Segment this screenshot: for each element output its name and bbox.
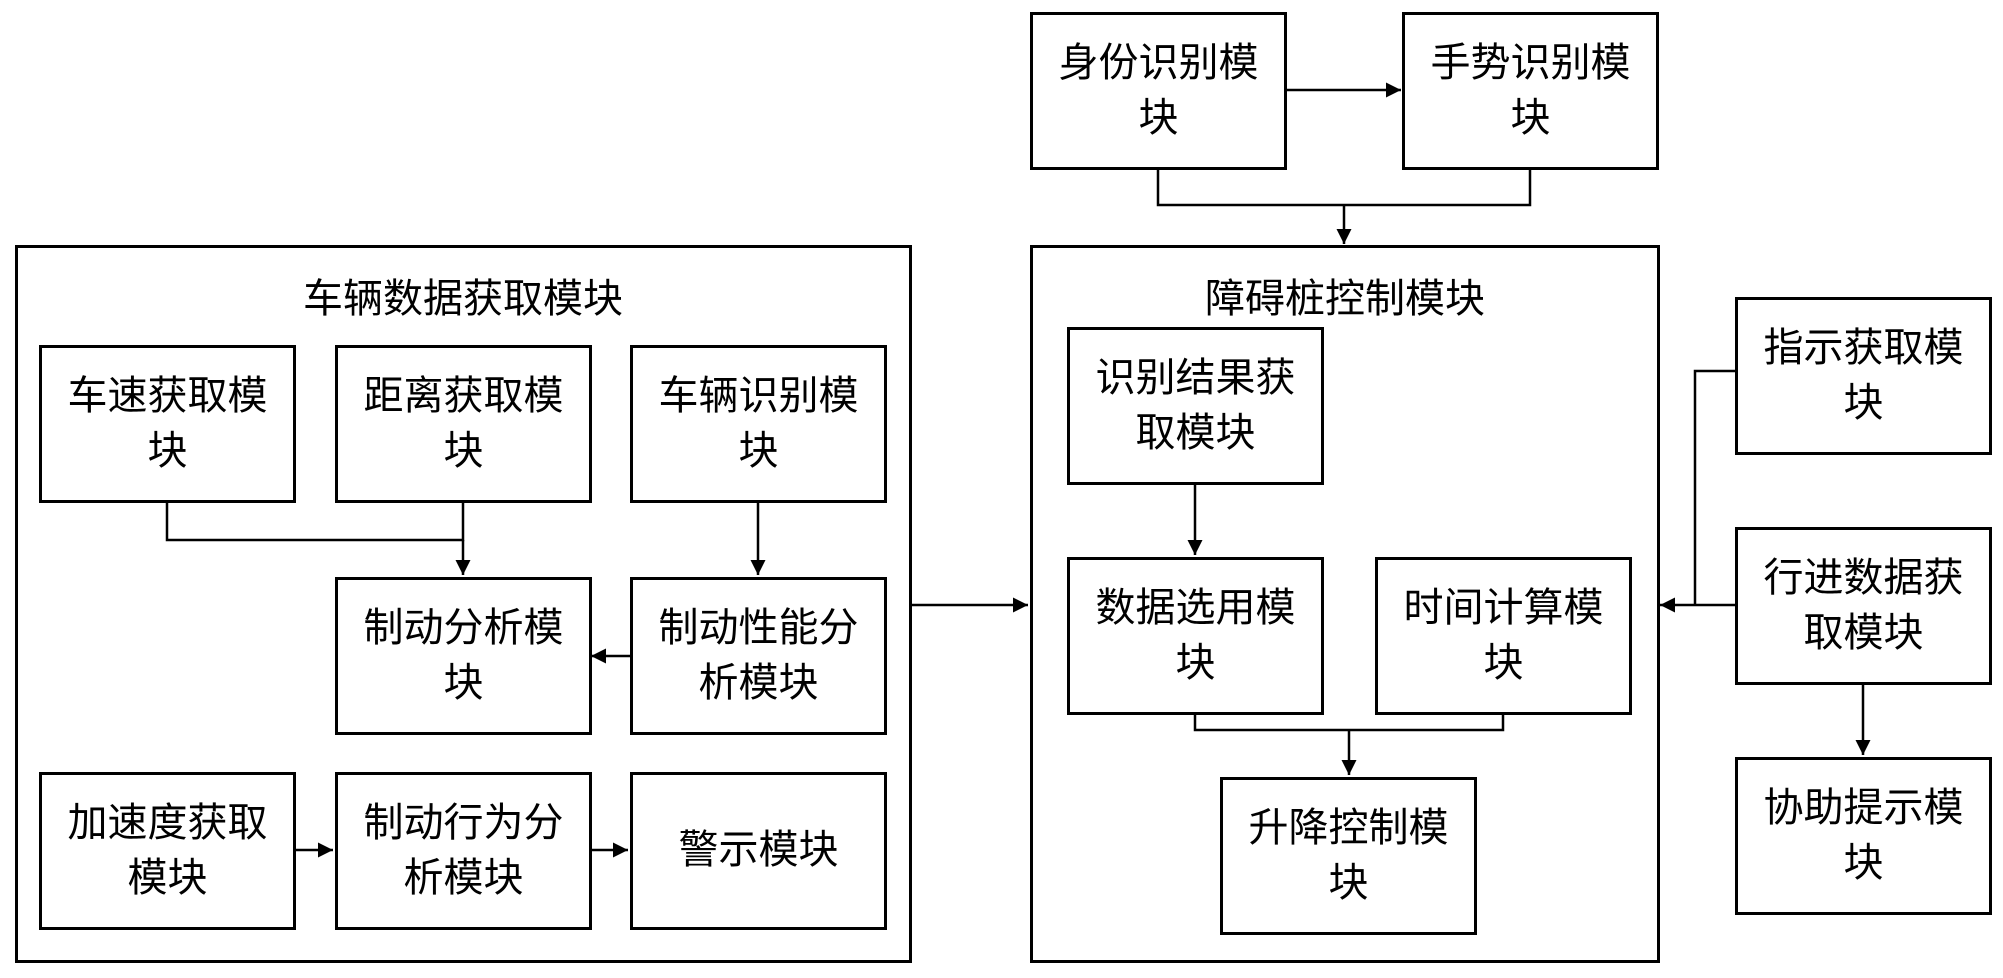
lift-control-module: 升降控制模块: [1220, 777, 1477, 935]
result-fetch-label: 识别结果获取模块: [1095, 354, 1296, 456]
travel-data-acquisition-label: 行进数据获取模块: [1763, 554, 1964, 656]
time-calculation-label: 时间计算模块: [1403, 584, 1604, 686]
identity-recognition-label: 身份识别模块: [1058, 39, 1259, 141]
distance-acquisition-module: 距离获取模块: [335, 345, 592, 503]
acceleration-acquisition-module: 加速度获取模块: [39, 772, 296, 930]
speed-acquisition-label: 车速获取模块: [67, 372, 268, 474]
identity-recognition-module: 身份识别模块: [1030, 12, 1287, 170]
instruction-acquisition-module: 指示获取模块: [1735, 297, 1992, 455]
barrier-control-group-title: 障碍桩控制模块: [1205, 276, 1485, 322]
instruction-acquisition-label: 指示获取模块: [1763, 324, 1964, 426]
brake-performance-analysis-module: 制动性能分析模块: [630, 577, 887, 735]
time-calculation-module: 时间计算模块: [1375, 557, 1632, 715]
result-fetch-module: 识别结果获取模块: [1067, 327, 1324, 485]
brake-behavior-analysis-label: 制动行为分析模块: [363, 799, 564, 901]
connector-instruction: [1693, 369, 1735, 605]
vehicle-identification-label: 车辆识别模块: [658, 372, 859, 474]
brake-performance-analysis-label: 制动性能分析模块: [658, 604, 859, 706]
distance-acquisition-label: 距离获取模块: [363, 372, 564, 474]
brake-analysis-label: 制动分析模块: [363, 604, 564, 706]
assist-prompt-label: 协助提示模块: [1763, 784, 1964, 886]
barrier-control-group: [1030, 245, 1660, 963]
acceleration-acquisition-label: 加速度获取模块: [67, 799, 268, 901]
assist-prompt-module: 协助提示模块: [1735, 757, 1992, 915]
warning-label: 警示模块: [678, 827, 839, 874]
warning-module: 警示模块: [630, 772, 887, 930]
brake-behavior-analysis-module: 制动行为分析模块: [335, 772, 592, 930]
speed-acquisition-module: 车速获取模块: [39, 345, 296, 503]
connector-identity-gesture: [1156, 168, 1532, 207]
vehicle-identification-module: 车辆识别模块: [630, 345, 887, 503]
data-selection-label: 数据选用模块: [1095, 584, 1296, 686]
vehicle-data-group: [15, 245, 912, 963]
gesture-recognition-label: 手势识别模块: [1430, 39, 1631, 141]
brake-analysis-module: 制动分析模块: [335, 577, 592, 735]
gesture-recognition-module: 手势识别模块: [1402, 12, 1659, 170]
data-selection-module: 数据选用模块: [1067, 557, 1324, 715]
travel-data-acquisition-module: 行进数据获取模块: [1735, 527, 1992, 685]
vehicle-data-group-title: 车辆数据获取模块: [303, 276, 623, 322]
connector-speed-distance: [165, 503, 465, 542]
lift-control-label: 升降控制模块: [1248, 804, 1449, 906]
